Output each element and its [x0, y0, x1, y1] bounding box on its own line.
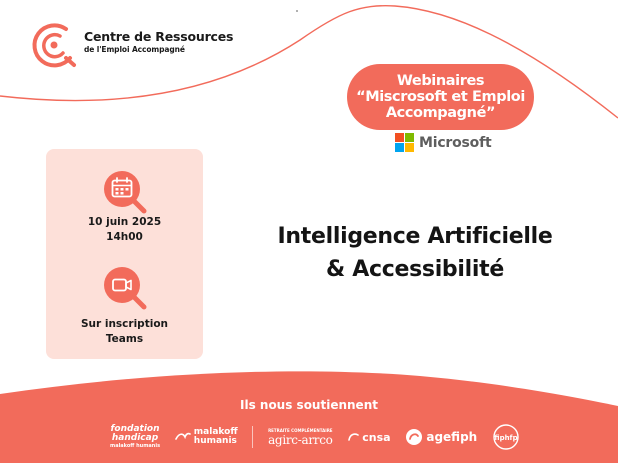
agirc-arrco-logo: RETRAITE COMPLÉMENTAIRE agirc-arrco — [268, 427, 333, 447]
calendar-icon — [104, 171, 147, 214]
webinar-title-line-1: Webinaires — [396, 73, 485, 89]
video-camera-icon — [104, 267, 147, 310]
event-registration: Sur inscription — [80, 318, 169, 330]
organization-subtitle: de l'Emploi Accompagné — [84, 44, 185, 54]
fiphfp-logo: fiphfp — [492, 423, 520, 451]
microsoft-logo: Microsoft — [395, 133, 492, 152]
headline-line-2: & Accessibilité — [326, 257, 504, 282]
supporters-footer: Ils nous soutiennent fondation handicap … — [0, 370, 618, 463]
supporters-title: Ils nous soutiennent — [240, 398, 378, 412]
webinar-title-line-3: Accompagné” — [385, 105, 496, 121]
event-time: 14h00 — [106, 231, 143, 243]
fiphfp-circle-icon: fiphfp — [493, 424, 519, 450]
event-headline: Intelligence Artificielle & Accessibilit… — [250, 220, 580, 286]
webinar-title-line-2: “Miscrosoft et Emploi — [356, 89, 525, 105]
sponsor-divider — [252, 426, 254, 448]
svg-text:fiphfp: fiphfp — [494, 434, 517, 442]
organization-logo: Centre de Ressources de l'Emploi Accompa… — [30, 20, 233, 70]
event-date: 10 juin 2025 — [87, 216, 162, 228]
sponsor-logos: fondation handicap malakoff humanis mala… — [110, 420, 520, 454]
microsoft-windows-icon — [395, 133, 414, 152]
agefiph-emblem-icon — [406, 429, 423, 445]
event-info-card: 10 juin 2025 14h00 Sur inscription Teams — [46, 149, 203, 359]
fondation-handicap-logo: fondation handicap malakoff humanis — [110, 424, 161, 450]
microsoft-wordmark: Microsoft — [419, 134, 492, 151]
organization-name: Centre de Ressources — [84, 28, 234, 44]
agefiph-logo: agefiph — [405, 428, 477, 446]
cnsa-swoosh-icon — [348, 433, 360, 441]
headline-line-1: Intelligence Artificielle — [277, 224, 553, 249]
event-platform: Teams — [105, 333, 144, 345]
malakoff-bird-icon — [174, 432, 191, 440]
footer-wave-background — [0, 371, 618, 463]
webinar-title-badge: Webinaires “Miscrosoft et Emploi Accompa… — [347, 64, 534, 130]
malakoff-humanis-logo: malakoff humanis — [174, 428, 238, 446]
cnsa-logo: cnsa — [347, 431, 391, 444]
crea-logo-icon — [32, 23, 76, 68]
